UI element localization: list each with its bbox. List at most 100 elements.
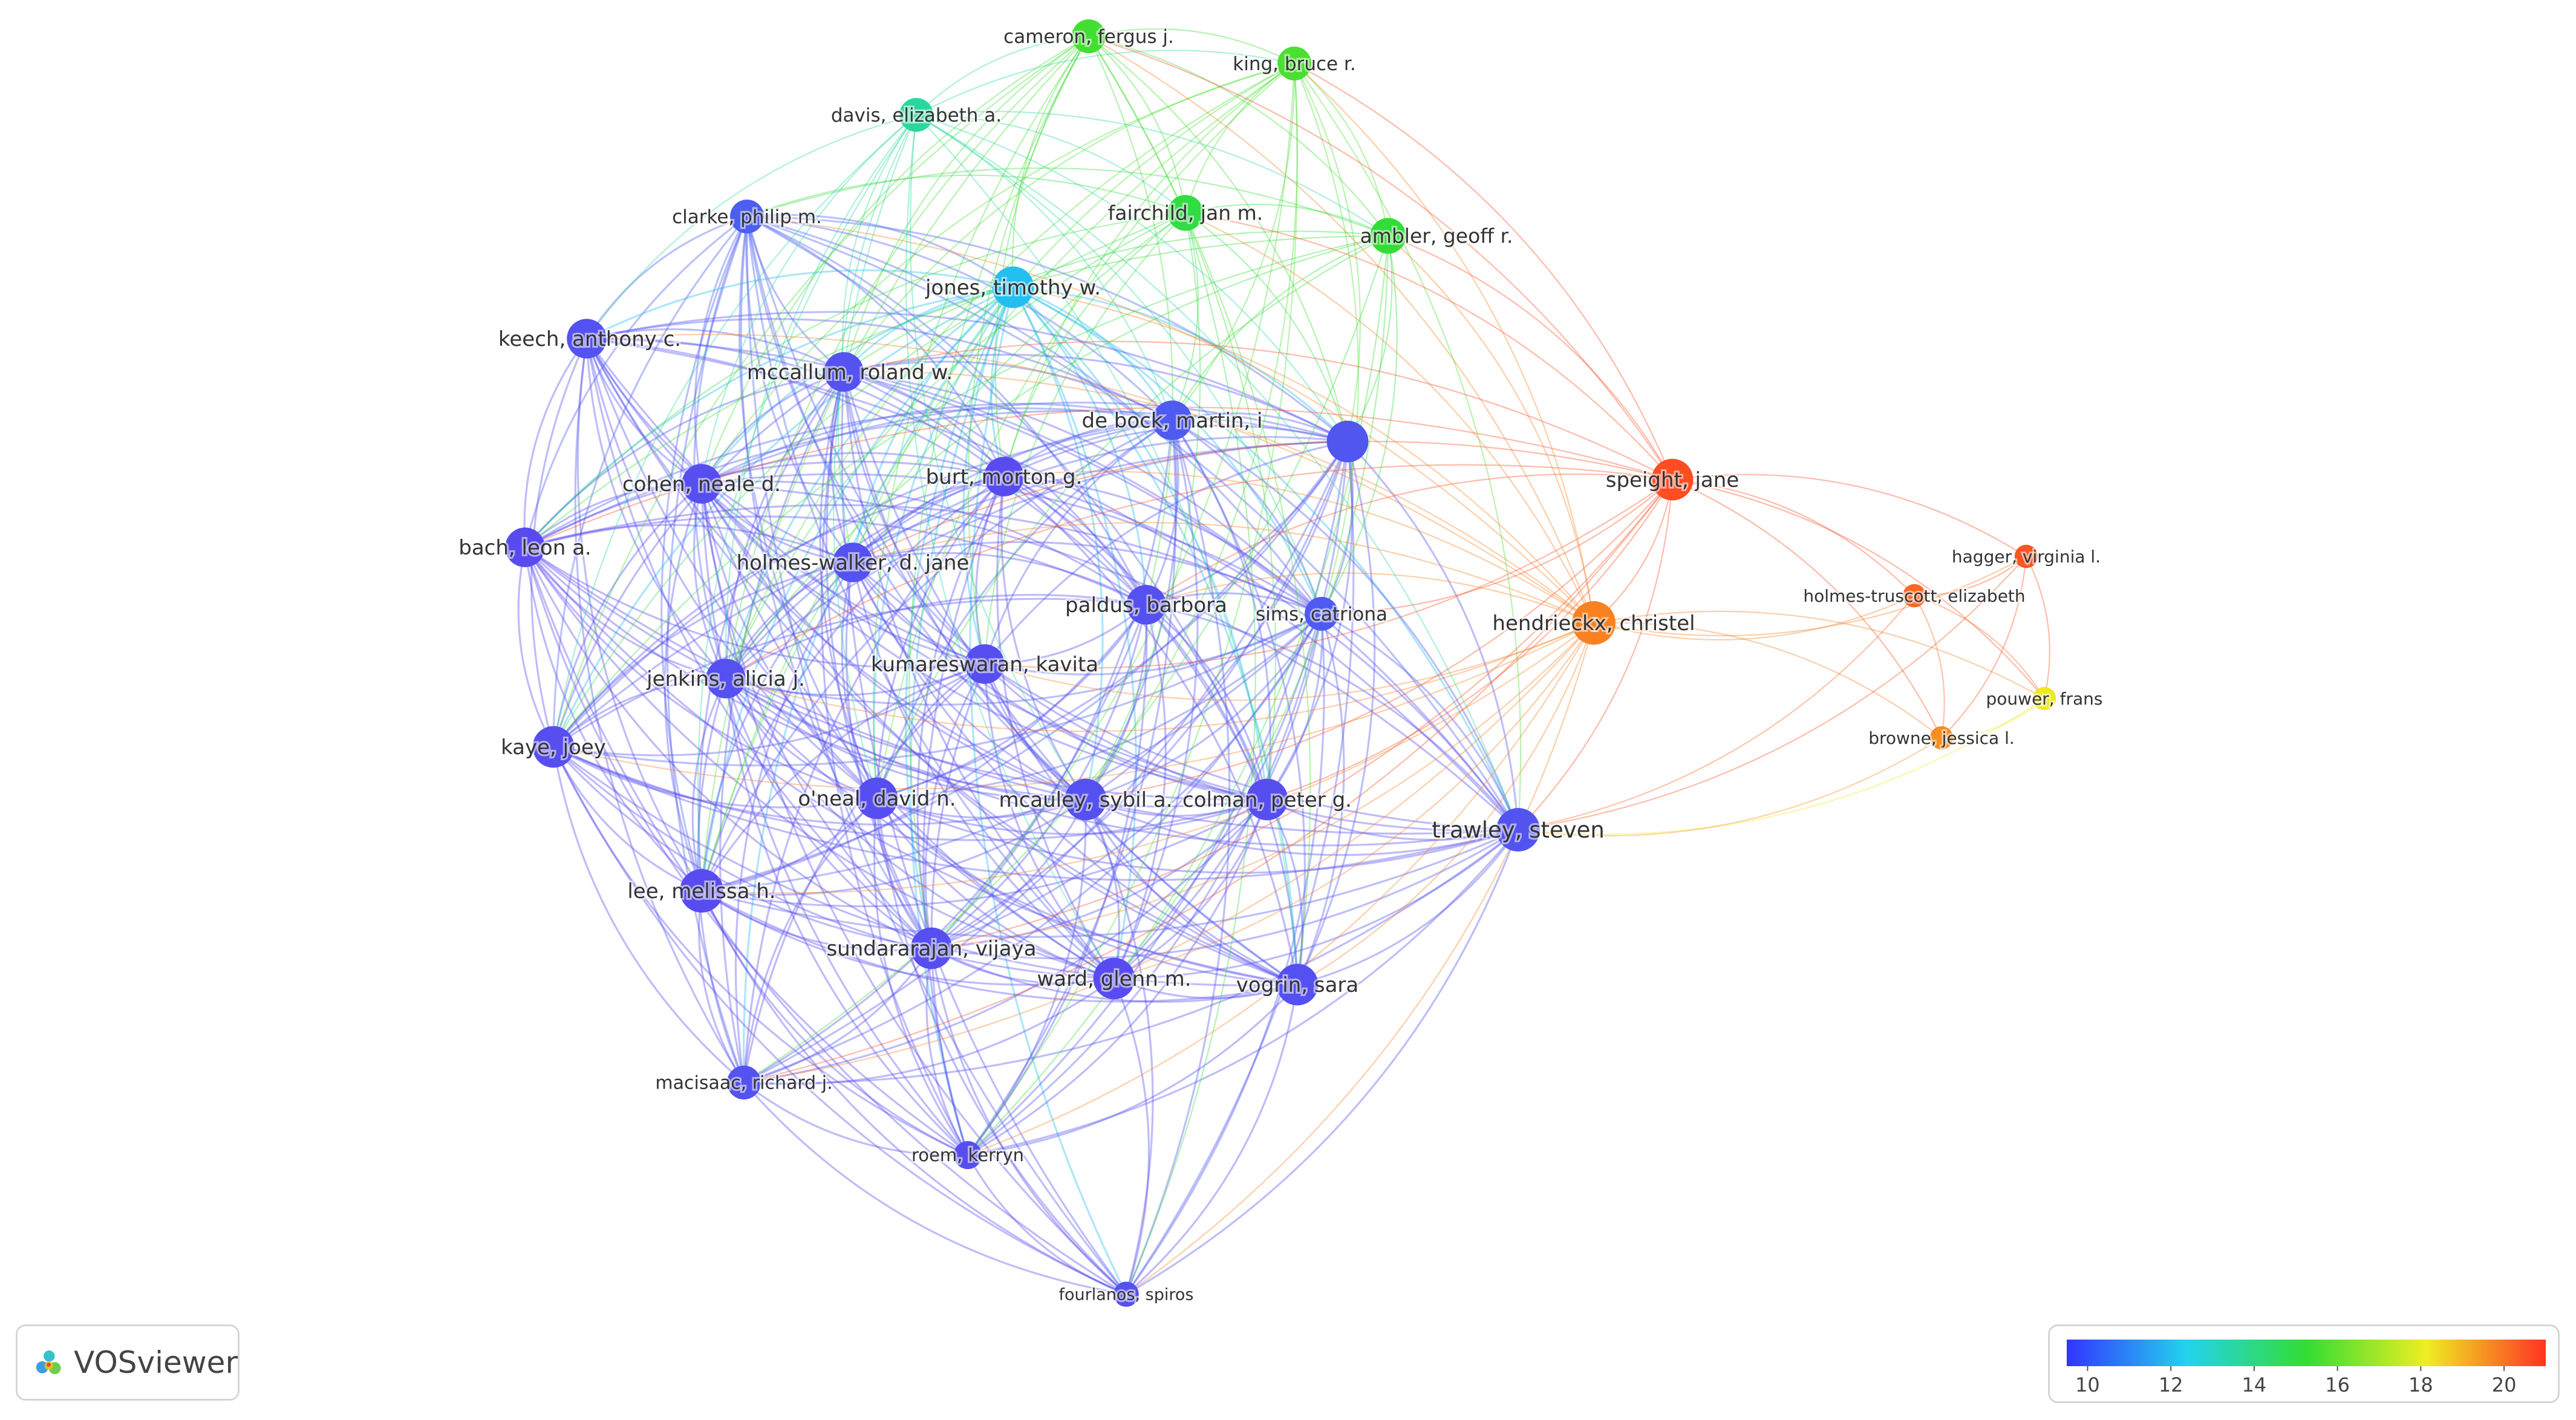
link-oneal-ward <box>876 798 1115 980</box>
node-label-mcauley[interactable]: mcauley, sybil a. <box>997 786 1174 814</box>
node-label-holmestruscott[interactable]: holmes-truscott, elizabeth <box>1801 584 2027 608</box>
link-sims-mcauley <box>1085 613 1323 801</box>
node-kumareswaran[interactable] <box>965 644 1005 684</box>
node-label-lee[interactable]: lee, melissa h. <box>625 878 777 905</box>
node-label-burt[interactable]: burt, morton g. <box>924 463 1084 491</box>
node-label-browne[interactable]: browne, jessica l. <box>1867 726 2017 750</box>
link-mccallum-cohen <box>700 371 844 484</box>
node-label-trawley[interactable]: trawley, steven <box>1430 815 1606 845</box>
node-label-speight[interactable]: speight, jane <box>1604 466 1741 494</box>
node-holmeswalker[interactable] <box>833 542 873 582</box>
node-label-jones[interactable]: jones, timothy w. <box>923 274 1103 302</box>
node-label-cohen[interactable]: cohen, neale d. <box>621 471 783 498</box>
node-label-ambler[interactable]: ambler, geoff r. <box>1358 223 1515 250</box>
node-hendrieckx[interactable] <box>1572 601 1616 645</box>
link-burt-macisaac <box>743 475 1005 1083</box>
node-label-ward[interactable]: ward, glenn m. <box>1035 965 1193 993</box>
link-oneal-lee <box>701 797 878 892</box>
node-label-king[interactable]: king, bruce r. <box>1231 51 1357 77</box>
link-jones-colman <box>1012 286 1268 800</box>
link-jones-jenkins <box>725 286 1014 679</box>
node-colman[interactable] <box>1246 778 1288 821</box>
link-jones-debock <box>1012 286 1173 421</box>
node-jones[interactable] <box>992 266 1034 308</box>
node-label-kaye[interactable]: kaye, joey <box>499 734 608 761</box>
node-bach[interactable] <box>505 527 545 567</box>
node-label-vogrin[interactable]: vogrin, sara <box>1234 971 1360 999</box>
node-unlabeled[interactable] <box>1326 420 1369 463</box>
node-label-colman[interactable]: colman, peter g. <box>1181 786 1354 814</box>
node-oneal[interactable] <box>856 777 898 819</box>
node-label-keech[interactable]: keech, anthony c. <box>497 325 683 353</box>
node-sims[interactable] <box>1305 597 1339 631</box>
node-label-sundararajan[interactable]: sundararajan, vijaya <box>824 935 1038 963</box>
node-ward[interactable] <box>1093 957 1135 1000</box>
link-clarke-sims <box>746 215 1323 614</box>
node-label-cameron[interactable]: cameron, fergus j. <box>1002 24 1176 50</box>
node-label-mccallum[interactable]: mccallum, roland w. <box>745 359 954 386</box>
node-clarke[interactable] <box>730 200 764 233</box>
link-king-debock <box>1172 63 1296 421</box>
link-burt-bach <box>524 460 1005 549</box>
link-hendrieckx-king <box>1294 63 1595 624</box>
node-mcauley[interactable] <box>1065 778 1107 821</box>
node-kaye[interactable] <box>532 726 575 768</box>
node-label-holmeswalker[interactable]: holmes-walker, d. jane <box>735 549 971 577</box>
node-king[interactable] <box>1277 47 1311 80</box>
node-pouwer[interactable] <box>2032 686 2056 711</box>
node-fourlanos[interactable] <box>1114 1282 1139 1307</box>
node-browne[interactable] <box>1929 726 1954 750</box>
link-bach-kaye <box>517 547 555 747</box>
node-macisaac[interactable] <box>727 1066 761 1099</box>
node-label-clarke[interactable]: clarke, philip m. <box>670 204 824 230</box>
node-label-oneal[interactable]: o'neal, david n. <box>796 785 957 813</box>
node-label-macisaac[interactable]: macisaac, richard j. <box>653 1071 834 1096</box>
node-paldus[interactable] <box>1126 585 1166 625</box>
node-label-hendrieckx[interactable]: hendrieckx, christel <box>1490 610 1697 637</box>
link-clarke-fourlanos <box>746 216 1127 1295</box>
node-trawley[interactable] <box>1496 808 1540 852</box>
node-label-fairchild[interactable]: fairchild, jan m. <box>1106 200 1265 227</box>
node-debock[interactable] <box>1152 400 1192 440</box>
link-keech-bach <box>523 338 588 548</box>
link-kumareswaran-colman <box>983 663 1268 801</box>
link-king-holmeswalker <box>852 63 1295 563</box>
node-label-roem[interactable]: roem, kerryn <box>910 1143 1026 1167</box>
link-paldus-lee <box>701 604 1147 892</box>
node-label-pouwer[interactable]: pouwer, frans <box>1984 687 2105 711</box>
node-label-jenkins[interactable]: jenkins, alicia j. <box>644 665 807 693</box>
node-jenkins[interactable] <box>706 659 746 699</box>
link-ambler-macisaac <box>743 235 1389 1083</box>
node-label-sims[interactable]: sims, catriona <box>1254 602 1389 627</box>
node-label-kumareswaran[interactable]: kumareswaran, kavita <box>869 651 1100 679</box>
node-speight[interactable] <box>1651 458 1694 501</box>
node-davis[interactable] <box>899 98 933 132</box>
node-holmestruscott[interactable] <box>1902 584 1926 608</box>
node-label-hagger[interactable]: hagger, virginia l. <box>1950 545 2102 568</box>
node-cameron[interactable] <box>1072 19 1106 53</box>
link-paldus-jenkins <box>725 593 1147 680</box>
node-keech[interactable] <box>567 319 607 359</box>
link-burt-sims <box>1003 475 1323 615</box>
node-label-bach[interactable]: bach, leon a. <box>457 534 593 562</box>
node-vogrin[interactable] <box>1276 963 1319 1006</box>
link-fairchild-clarke <box>746 174 1186 218</box>
node-burt[interactable] <box>984 457 1024 497</box>
node-sundararajan[interactable] <box>910 927 953 969</box>
node-mccallum[interactable] <box>824 352 864 392</box>
node-label-paldus[interactable]: paldus, barbora <box>1063 591 1229 619</box>
link-kaye-mcauley <box>553 746 1086 826</box>
link-cameron-colman <box>1088 36 1276 800</box>
node-roem[interactable] <box>953 1141 982 1170</box>
node-label-fourlanos[interactable]: fourlanos, spiros <box>1057 1283 1196 1306</box>
node-hagger[interactable] <box>2014 544 2038 568</box>
node-fairchild[interactable] <box>1167 195 1204 231</box>
node-label-debock[interactable]: de bock, martin, i <box>1080 407 1264 435</box>
node-ambler[interactable] <box>1370 218 1406 254</box>
node-cohen[interactable] <box>682 464 722 504</box>
labels-layer: cameron, fergus j. king, bruce r. davis, e… <box>457 24 2105 1306</box>
link-mcauley-trawley <box>1085 798 1519 856</box>
node-label-davis[interactable]: davis, elizabeth a. <box>829 103 1003 128</box>
node-lee[interactable] <box>680 869 723 913</box>
